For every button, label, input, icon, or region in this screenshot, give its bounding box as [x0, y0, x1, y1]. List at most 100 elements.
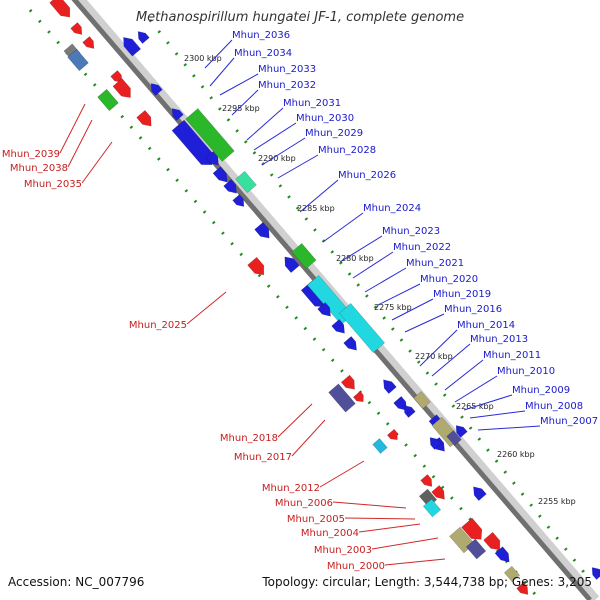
- label-leader-line: [371, 537, 439, 550]
- gene-label-top: Mhun_2033: [258, 64, 316, 75]
- gene-label-top: Mhun_2020: [420, 274, 478, 285]
- gene-label-top: Mhun_2011: [483, 350, 541, 361]
- bottom-strand-labels: Mhun_2039Mhun_2038Mhun_2035Mhun_2025Mhun…: [2, 103, 446, 572]
- gene-block: [291, 243, 317, 269]
- gene-arrow: [516, 582, 529, 595]
- gene-arrow: [403, 405, 416, 418]
- scale-tick-label: 2300 kbp: [184, 54, 222, 63]
- gene-arrow: [383, 379, 397, 394]
- gene-arrow: [340, 374, 355, 390]
- scale-tick-label: 2280 kbp: [336, 254, 374, 263]
- gene-block: [372, 438, 388, 454]
- label-leader-line: [384, 558, 446, 566]
- gene-label-top: Mhun_2036: [232, 30, 290, 41]
- gene-block: [503, 565, 521, 583]
- label-leader-line: [299, 179, 339, 213]
- gene-label-top: Mhun_2022: [393, 242, 451, 253]
- gene-arrow: [110, 70, 123, 83]
- label-leader-line: [219, 73, 259, 96]
- gene-label-top: Mhun_2008: [525, 401, 583, 412]
- gene-label-top: Mhun_2019: [433, 289, 491, 300]
- gene-arrow: [591, 567, 600, 580]
- label-leader-line: [344, 517, 416, 520]
- label-leader-line: [81, 141, 113, 184]
- gene-arrow: [137, 31, 150, 44]
- gene-block: [465, 538, 487, 560]
- gene-arrow: [386, 428, 398, 441]
- gene-arrow: [431, 485, 445, 500]
- scale-tick-label: 2275 kbp: [374, 303, 412, 312]
- gene-label-top: Mhun_2026: [338, 170, 396, 181]
- scale-tick-label: 2255 kbp: [538, 497, 576, 506]
- label-leader-line: [277, 154, 319, 179]
- gene-arrow: [455, 425, 468, 438]
- label-leader-line: [477, 425, 541, 431]
- gene-arrow: [247, 256, 265, 276]
- gene-label-top: Mhun_2016: [444, 304, 502, 315]
- label-leader-line: [209, 57, 235, 87]
- scale-tick-label: 2295 kbp: [222, 104, 260, 113]
- accession-text: Accession: NC_007796: [8, 575, 145, 589]
- label-leader-line: [419, 329, 458, 367]
- gene-arrow: [461, 517, 483, 540]
- gene-arrow: [420, 474, 433, 487]
- gene-features: [49, 0, 600, 595]
- gene-arrow: [70, 22, 83, 35]
- label-leader-line: [277, 403, 313, 438]
- label-leader-line: [463, 394, 513, 411]
- gene-label-top: Mhun_2010: [497, 366, 555, 377]
- genome-title: Methanospirillum hungatei JF-1, complete…: [135, 10, 465, 25]
- label-leader-line: [358, 523, 421, 533]
- label-leader-line: [431, 343, 471, 377]
- scale-tick-label: 2270 kbp: [415, 352, 453, 361]
- gene-label-top: Mhun_2014: [457, 320, 515, 331]
- label-leader-line: [253, 122, 297, 151]
- gene-arrow: [82, 36, 95, 49]
- label-leader-line: [59, 103, 86, 154]
- topology-summary: Topology: circular; Length: 3,544,738 bp…: [262, 575, 592, 589]
- gene-arrow: [254, 221, 270, 239]
- gene-arrow: [494, 546, 510, 563]
- gene-label-bottom: Mhun_2006: [275, 498, 333, 509]
- label-leader-line: [364, 267, 407, 293]
- gene-label-top: Mhun_2030: [296, 113, 354, 124]
- gene-block: [446, 430, 462, 446]
- gene-label-bottom: Mhun_2017: [234, 452, 292, 463]
- gene-arrow: [171, 119, 214, 165]
- gene-label-top: Mhun_2031: [283, 98, 341, 109]
- label-leader-line: [204, 39, 233, 69]
- gene-arrow: [205, 151, 219, 166]
- gene-label-top: Mhun_2013: [470, 334, 528, 345]
- gene-block: [235, 170, 257, 194]
- gene-arrow: [429, 437, 442, 450]
- gene-label-bottom: Mhun_2012: [262, 483, 320, 494]
- gene-label-top: Mhun_2009: [512, 385, 570, 396]
- gene-block: [422, 498, 442, 518]
- gene-arrow: [136, 109, 152, 127]
- gene-arrow: [171, 108, 184, 121]
- label-leader-line: [339, 235, 383, 263]
- gene-label-bottom: Mhun_2025: [129, 320, 187, 331]
- gene-arrow: [49, 0, 71, 18]
- label-leader-line: [291, 419, 326, 457]
- label-leader-line: [231, 89, 259, 116]
- gene-label-bottom: Mhun_2004: [301, 528, 359, 539]
- gene-label-bottom: Mhun_2003: [314, 545, 372, 556]
- gene-arrow: [150, 83, 163, 96]
- gene-block: [97, 88, 119, 112]
- gene-label-bottom: Mhun_2039: [2, 149, 60, 160]
- gene-label-top: Mhun_2029: [305, 128, 363, 139]
- scale-tick-label: 2260 kbp: [497, 450, 535, 459]
- gene-arrow: [212, 166, 228, 183]
- gene-arrow: [317, 302, 331, 317]
- label-leader-line: [404, 313, 445, 333]
- label-leader-line: [444, 359, 484, 391]
- gene-arrow: [393, 396, 407, 411]
- gene-block: [328, 383, 356, 413]
- gene-arrow: [473, 486, 487, 501]
- gene-block: [185, 108, 235, 162]
- gene-label-top: Mhun_2028: [318, 145, 376, 156]
- gene-arrow: [123, 37, 142, 57]
- gene-arrow: [284, 256, 300, 274]
- gene-arrow: [331, 319, 345, 334]
